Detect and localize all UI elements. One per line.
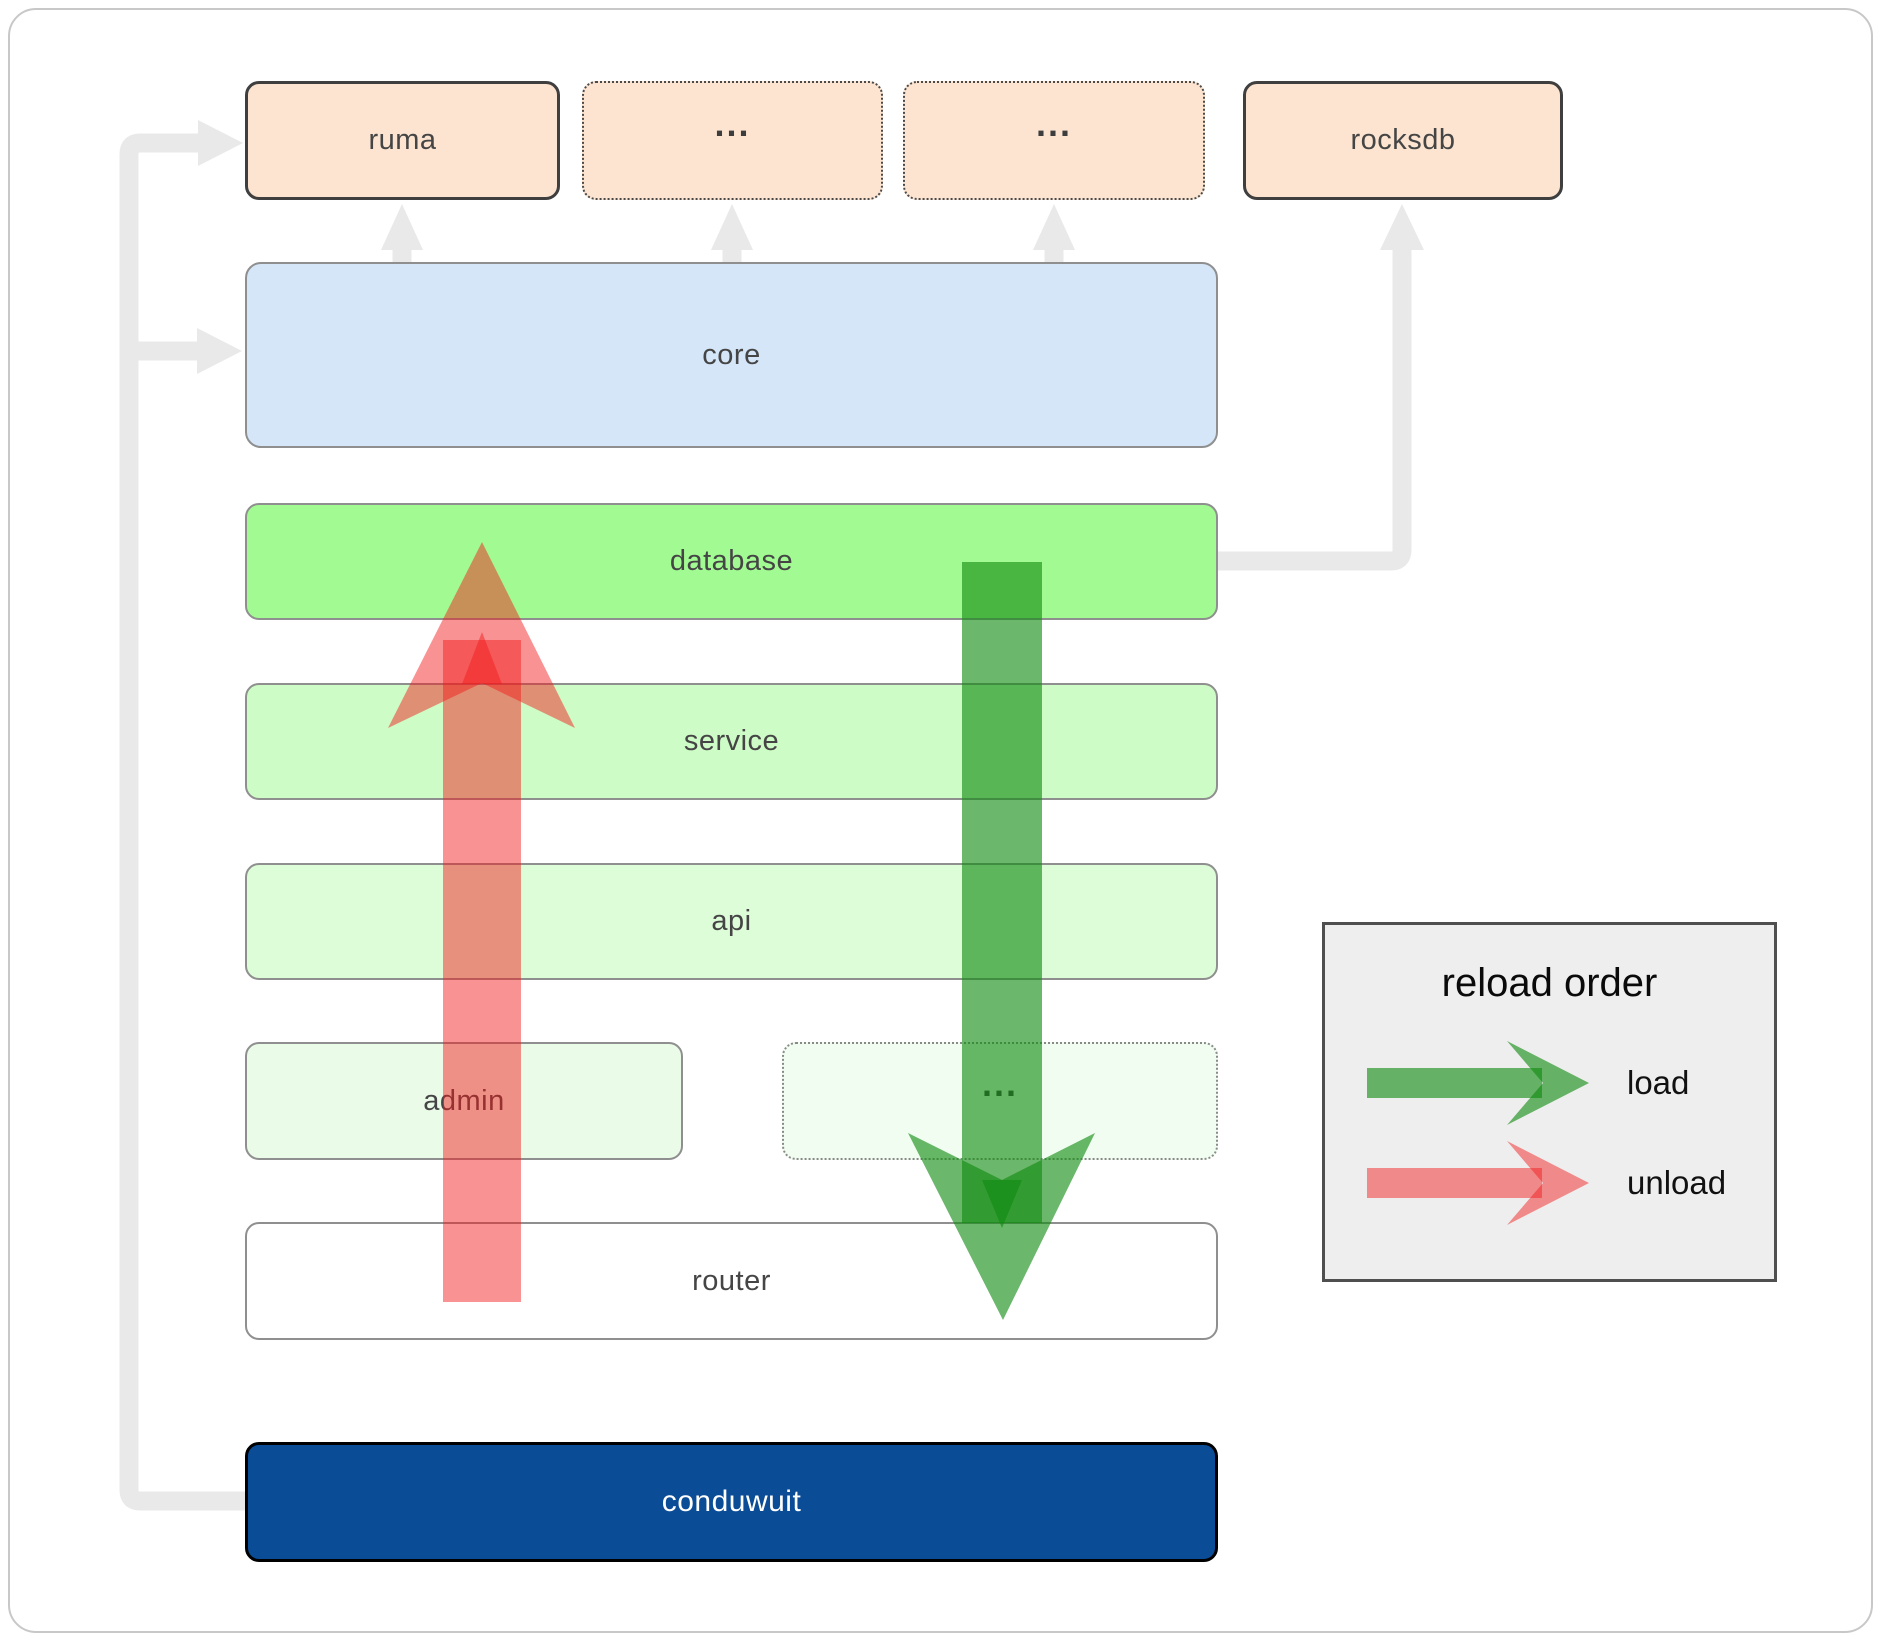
node-crate-other-1: ... xyxy=(582,81,883,200)
legend-unload-label: unload xyxy=(1627,1164,1727,1201)
load-arrow-icon xyxy=(1367,1041,1589,1125)
legend-title: reload order xyxy=(1441,961,1658,1005)
node-service-other: ... xyxy=(782,1042,1218,1160)
node-admin: admin xyxy=(245,1042,683,1160)
diagram-frame xyxy=(8,8,1873,1633)
legend-item-unload: unload xyxy=(1362,1138,1726,1228)
node-rocksdb-label: rocksdb xyxy=(1350,124,1456,156)
unload-arrow-icon xyxy=(1367,1141,1589,1225)
node-conduwuit: conduwuit xyxy=(245,1442,1218,1562)
node-api: api xyxy=(245,863,1218,980)
node-service-other-label: ... xyxy=(981,1063,1018,1105)
node-crate-other-2: ... xyxy=(903,81,1205,200)
node-service: service xyxy=(245,683,1218,800)
node-core-label: core xyxy=(702,338,761,371)
node-database-label: database xyxy=(669,545,794,577)
node-rocksdb: rocksdb xyxy=(1243,81,1563,200)
node-router-label: router xyxy=(692,1264,771,1297)
node-router: router xyxy=(245,1222,1218,1340)
legend-item-load: load xyxy=(1362,1038,1689,1128)
node-conduwuit-label: conduwuit xyxy=(661,1485,802,1518)
node-database: database xyxy=(245,503,1218,620)
node-api-label: api xyxy=(711,905,752,937)
node-admin-label: admin xyxy=(423,1084,505,1117)
legend-load-label: load xyxy=(1627,1064,1690,1101)
node-crate-other-1-label: ... xyxy=(714,102,751,144)
reload-order-legend: reload order load unload xyxy=(1322,922,1777,1282)
node-ruma-label: ruma xyxy=(368,124,437,156)
node-core: core xyxy=(245,262,1218,448)
node-ruma: ruma xyxy=(245,81,560,200)
node-crate-other-2-label: ... xyxy=(1035,102,1072,144)
node-service-label: service xyxy=(683,725,780,757)
